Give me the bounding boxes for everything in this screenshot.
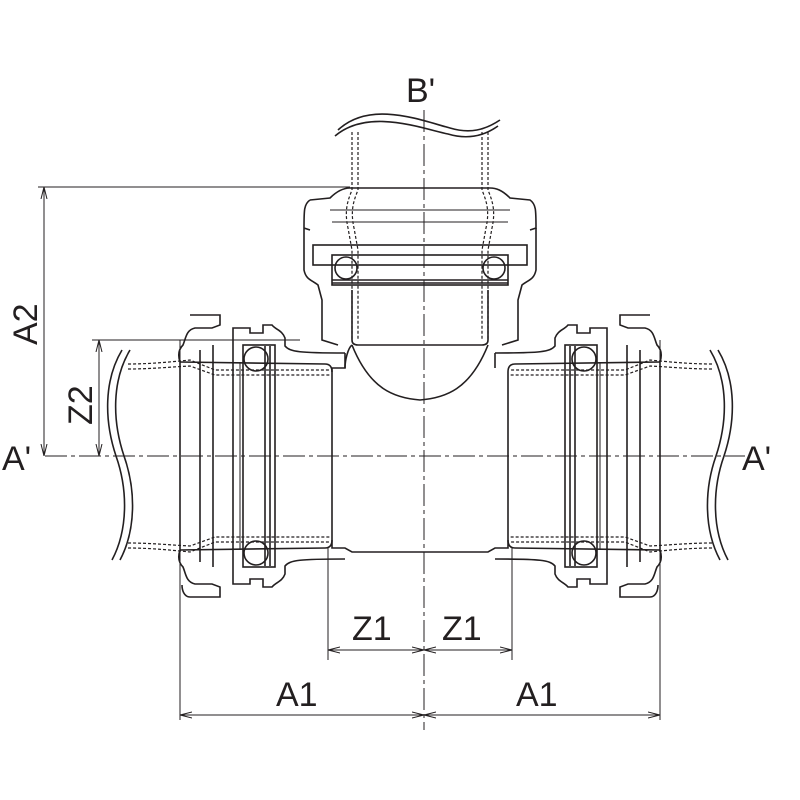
tee-body <box>331 344 509 553</box>
label-dim-a1-left: A1 <box>276 676 318 714</box>
label-dim-z2: Z2 <box>62 385 100 425</box>
label-main-axis-left: A' <box>2 440 31 478</box>
left-fitting <box>106 314 346 721</box>
label-dim-a1-right: A1 <box>516 676 558 714</box>
right-fitting <box>494 314 734 721</box>
label-dim-z1-left: Z1 <box>352 610 392 648</box>
label-dim-z1-right: Z1 <box>442 610 482 648</box>
label-branch-axis: B' <box>406 72 435 110</box>
label-dim-a2: A2 <box>7 303 45 345</box>
label-main-axis-right: A' <box>742 440 771 478</box>
dimension-lines <box>38 186 661 720</box>
branch-fitting <box>303 113 537 346</box>
